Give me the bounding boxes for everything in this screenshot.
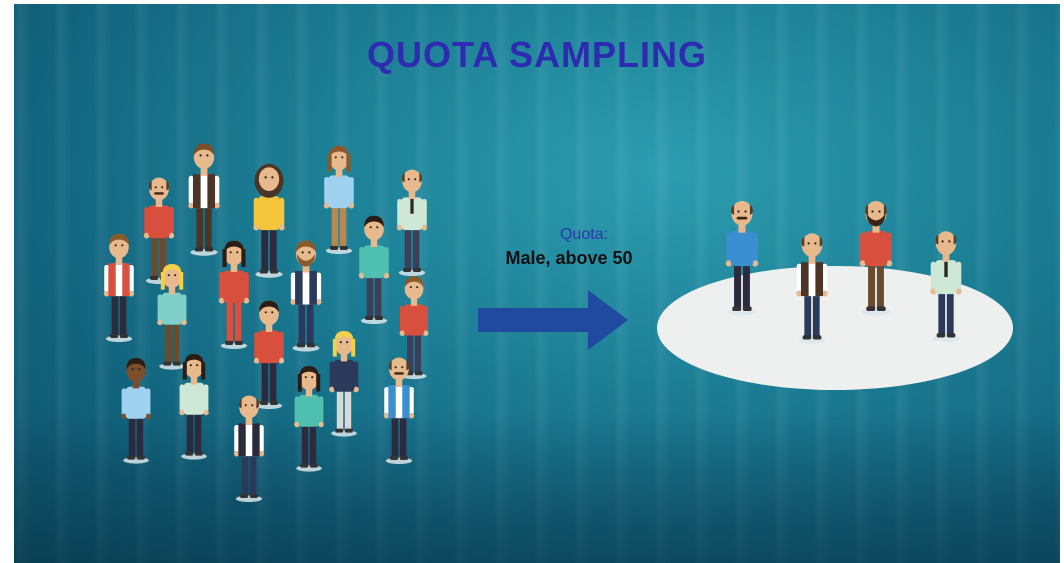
person-figure	[157, 264, 187, 370]
person-figure	[329, 331, 359, 437]
person-figure	[218, 240, 250, 350]
person-figure	[399, 276, 429, 380]
slide: QUOTA SAMPLING Quota: Male, above 50	[14, 4, 1060, 563]
person-figure	[253, 300, 285, 410]
person-figure	[323, 145, 355, 255]
slide-title: QUOTA SAMPLING	[367, 34, 707, 75]
population-crowd	[103, 143, 429, 503]
person-figure	[121, 358, 151, 464]
person-figure	[188, 143, 220, 256]
sample-group	[657, 200, 1013, 390]
person-figure	[233, 395, 265, 503]
person-figure	[396, 169, 428, 277]
person-figure	[103, 233, 135, 343]
person-figure	[383, 357, 415, 465]
sample-person-figure	[725, 200, 759, 316]
sample-person-figure	[859, 200, 893, 316]
sample-person-figure	[796, 233, 828, 344]
person-figure	[358, 215, 390, 325]
person-figure	[290, 240, 322, 352]
right-arrow-icon	[478, 290, 628, 350]
quota-label: Quota:	[559, 226, 609, 243]
quota-criteria: Male, above 50	[505, 248, 633, 268]
person-figure	[179, 354, 209, 460]
person-figure	[253, 163, 285, 278]
sample-person-figure	[930, 231, 962, 342]
person-figure	[294, 366, 324, 472]
